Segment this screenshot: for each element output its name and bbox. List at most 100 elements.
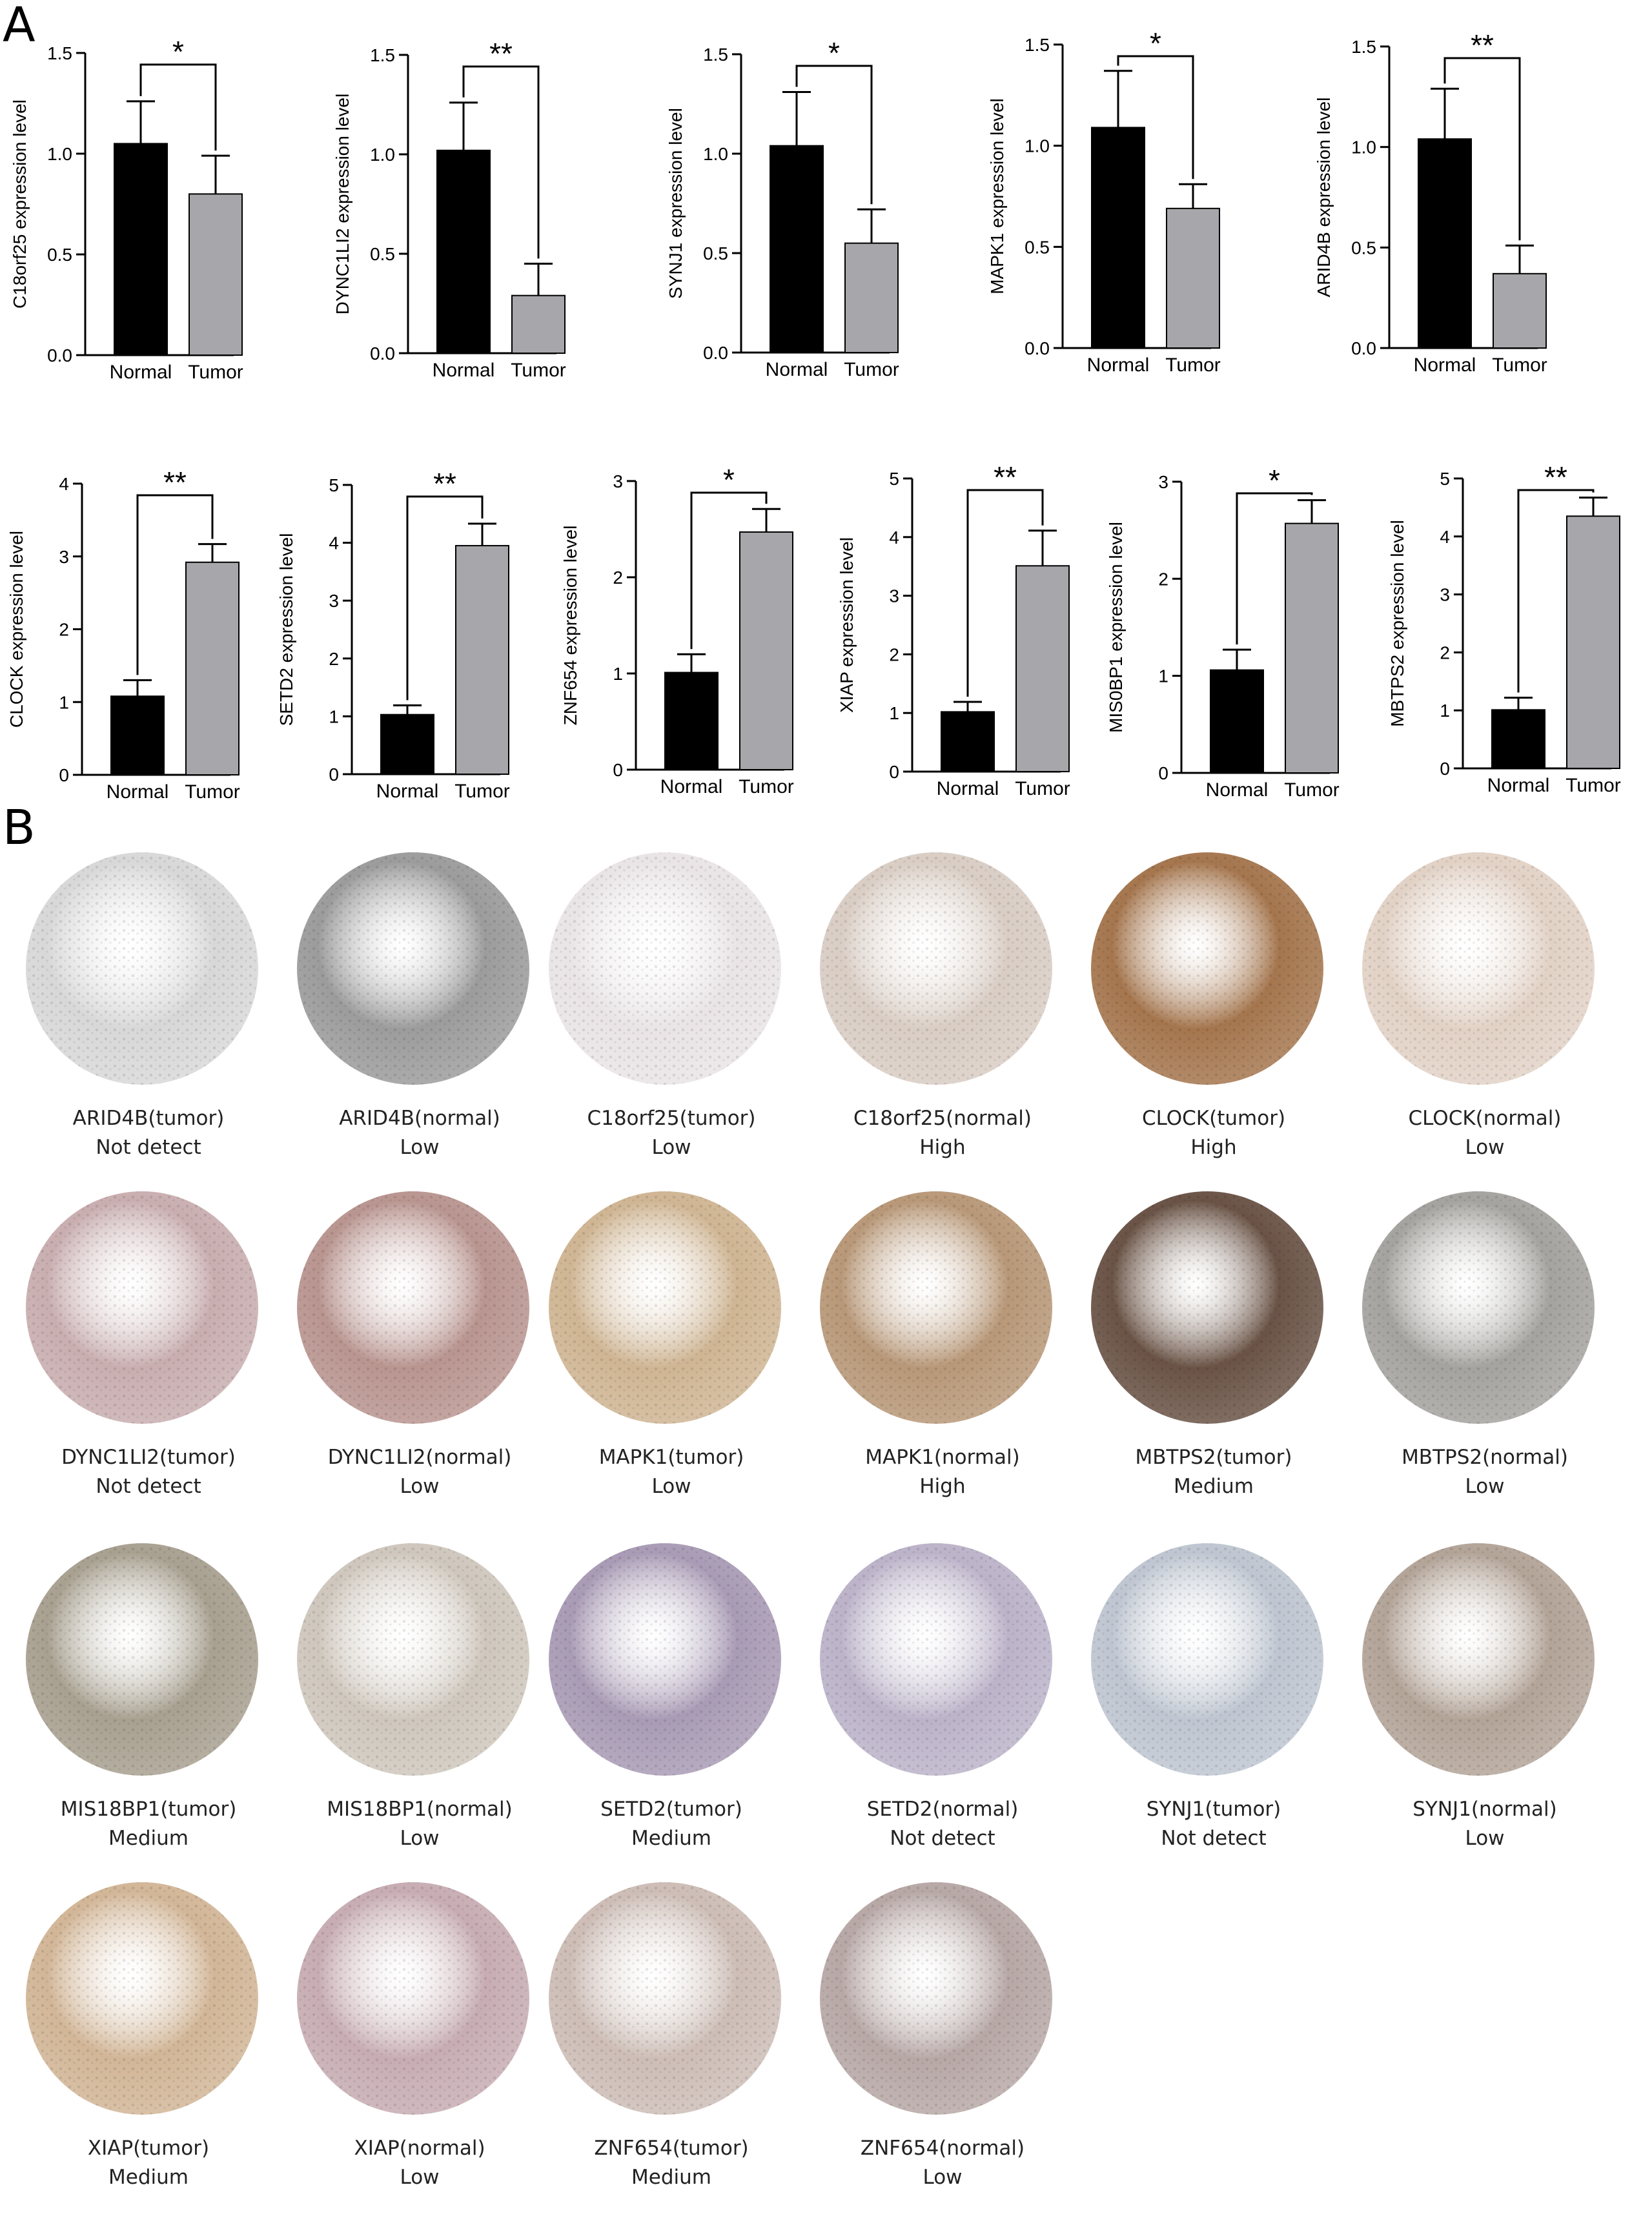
tissue-sample-name: MAPK1(tumor) <box>598 1446 744 1469</box>
tissue-sample-name: MIS18BP1(tumor) <box>60 1798 237 1821</box>
staining-level: Low <box>651 1135 691 1159</box>
bar-tumor <box>1566 515 1620 769</box>
tissue-sample-name: SYNJ1(tumor) <box>1146 1798 1281 1821</box>
tissue-caption: ARID4B(tumor)Not detect <box>13 1104 284 1162</box>
panel-label-b: B <box>3 800 36 856</box>
tissue-caption: MBTPS2(normal)Low <box>1349 1443 1620 1501</box>
bar-tumor <box>1166 207 1220 349</box>
y-tick-label: 0 <box>613 760 623 780</box>
bar-normal <box>770 145 824 353</box>
significance-marker: * <box>172 35 184 68</box>
tissue-sample: C18orf25(normal)High <box>807 846 1078 1182</box>
bar-tumor <box>185 561 240 776</box>
tissue-sample-name: C18orf25(tumor) <box>587 1107 756 1130</box>
y-axis-label: SETD2 expression level <box>276 533 296 726</box>
tissue-sample: ARID4B(tumor)Not detect <box>13 846 284 1182</box>
y-tick-label: 1.0 <box>47 144 72 164</box>
staining-level: High <box>919 1474 966 1498</box>
tissue-sample-name: CLOCK(normal) <box>1408 1107 1562 1130</box>
tissue-core-image <box>549 1882 781 2115</box>
y-tick-label: 2 <box>329 649 339 669</box>
tissue-sample: MIS18BP1(normal)Low <box>284 1537 555 1873</box>
x-tick-label: Tumor <box>1565 775 1621 796</box>
y-tick-label: 0.0 <box>1351 338 1376 358</box>
tissue-caption: DYNC1LI2(tumor)Not detect <box>13 1443 284 1501</box>
y-tick-label: 2 <box>1440 642 1450 662</box>
tissue-sample: MAPK1(tumor)Low <box>536 1185 807 1521</box>
staining-level: Not detect <box>96 1474 201 1498</box>
tissue-core-image <box>26 1191 258 1424</box>
x-tick-label: Normal <box>937 778 999 799</box>
tissue-core-image <box>297 1882 529 2115</box>
staining-level: Medium <box>108 1826 189 1850</box>
y-tick-label: 4 <box>1440 527 1450 547</box>
staining-level: Low <box>1465 1135 1505 1159</box>
tissue-core-image <box>1091 852 1323 1085</box>
y-tick-label: 2 <box>889 644 899 664</box>
bar-normal <box>1210 669 1264 774</box>
significance-marker: * <box>1269 464 1280 497</box>
tissue-sample: CLOCK(normal) Low <box>1349 846 1620 1182</box>
x-tick-label: Tumor <box>1492 354 1547 376</box>
y-axis-label: XIAP expression level <box>837 537 857 713</box>
tissue-sample-name: ZNF654(tumor) <box>594 2137 749 2160</box>
tissue-sample-name: MBTPS2(normal) <box>1402 1446 1568 1469</box>
tissue-core-image <box>26 1882 258 2115</box>
significance-bracket <box>406 495 484 701</box>
y-tick-label: 0 <box>1440 759 1450 779</box>
staining-level: Low <box>400 2165 440 2189</box>
tissue-core-image <box>26 1543 258 1776</box>
y-tick-label: 3 <box>59 547 69 567</box>
y-tick-label: 3 <box>1440 585 1450 605</box>
significance-marker: * <box>1150 26 1161 60</box>
y-tick-label: 1.0 <box>1351 138 1376 158</box>
tissue-core-image <box>1362 1543 1595 1776</box>
y-tick-label: 1.5 <box>370 45 395 65</box>
bar-normal <box>1418 138 1472 349</box>
staining-level: Medium <box>108 2165 189 2189</box>
tissue-sample-name: C18orf25(normal) <box>853 1107 1032 1130</box>
tissue-sample-name: DYNC1LI2(normal) <box>327 1446 512 1469</box>
tissue-core-image <box>1362 852 1595 1085</box>
tissue-sample: MIS18BP1(tumor) Medium <box>13 1537 284 1873</box>
y-tick-label: 1.0 <box>370 145 395 165</box>
x-tick-label: Normal <box>660 776 723 797</box>
y-tick-label: 0.0 <box>703 343 728 363</box>
tissue-caption: CLOCK(normal) Low <box>1349 1104 1620 1162</box>
staining-level: Not detect <box>890 1826 995 1850</box>
bar-normal <box>110 695 165 775</box>
y-tick-label: 1.5 <box>1025 35 1050 55</box>
tissue-sample-name: XIAP(normal) <box>354 2137 485 2160</box>
tissue-sample: DYNC1LI2(tumor)Not detect <box>13 1185 284 1521</box>
tissue-caption: ZNF654(tumor)Medium <box>536 2134 807 2192</box>
staining-level: Not detect <box>96 1135 201 1159</box>
staining-level: Low <box>923 2165 963 2189</box>
panel-label-a: A <box>3 0 36 53</box>
tissue-caption: MBTPS2(tumor)Medium <box>1078 1443 1349 1501</box>
x-tick-label: Normal <box>376 781 439 802</box>
bar-tumor <box>189 193 243 356</box>
y-tick-label: 0.5 <box>370 244 395 264</box>
y-tick-label: 1.5 <box>703 45 728 65</box>
y-tick-label: 0 <box>889 762 899 782</box>
y-axis-label: SYNJ1 expression level <box>666 108 686 299</box>
tissue-sample: SETD2(tumor)Medium <box>536 1537 807 1873</box>
tissue-caption: SETD2(tumor)Medium <box>536 1795 807 1853</box>
significance-bracket <box>1517 489 1595 693</box>
y-tick-label: 3 <box>613 471 623 491</box>
tissue-caption: MAPK1(normal)High <box>807 1443 1078 1501</box>
staining-level: Low <box>400 1135 440 1159</box>
tissue-caption: XIAP(normal) Low <box>284 2134 555 2192</box>
significance-marker: ** <box>1471 28 1494 62</box>
tissue-caption: MIS18BP1(tumor) Medium <box>13 1795 284 1853</box>
x-tick-label: Tumor <box>188 362 243 383</box>
y-axis-label: CLOCK expression level <box>6 531 26 728</box>
tissue-core-image <box>297 1543 529 1776</box>
significance-marker: * <box>723 463 735 497</box>
tissue-sample-name: CLOCK(tumor) <box>1141 1107 1286 1130</box>
significance-bracket <box>1236 492 1313 645</box>
